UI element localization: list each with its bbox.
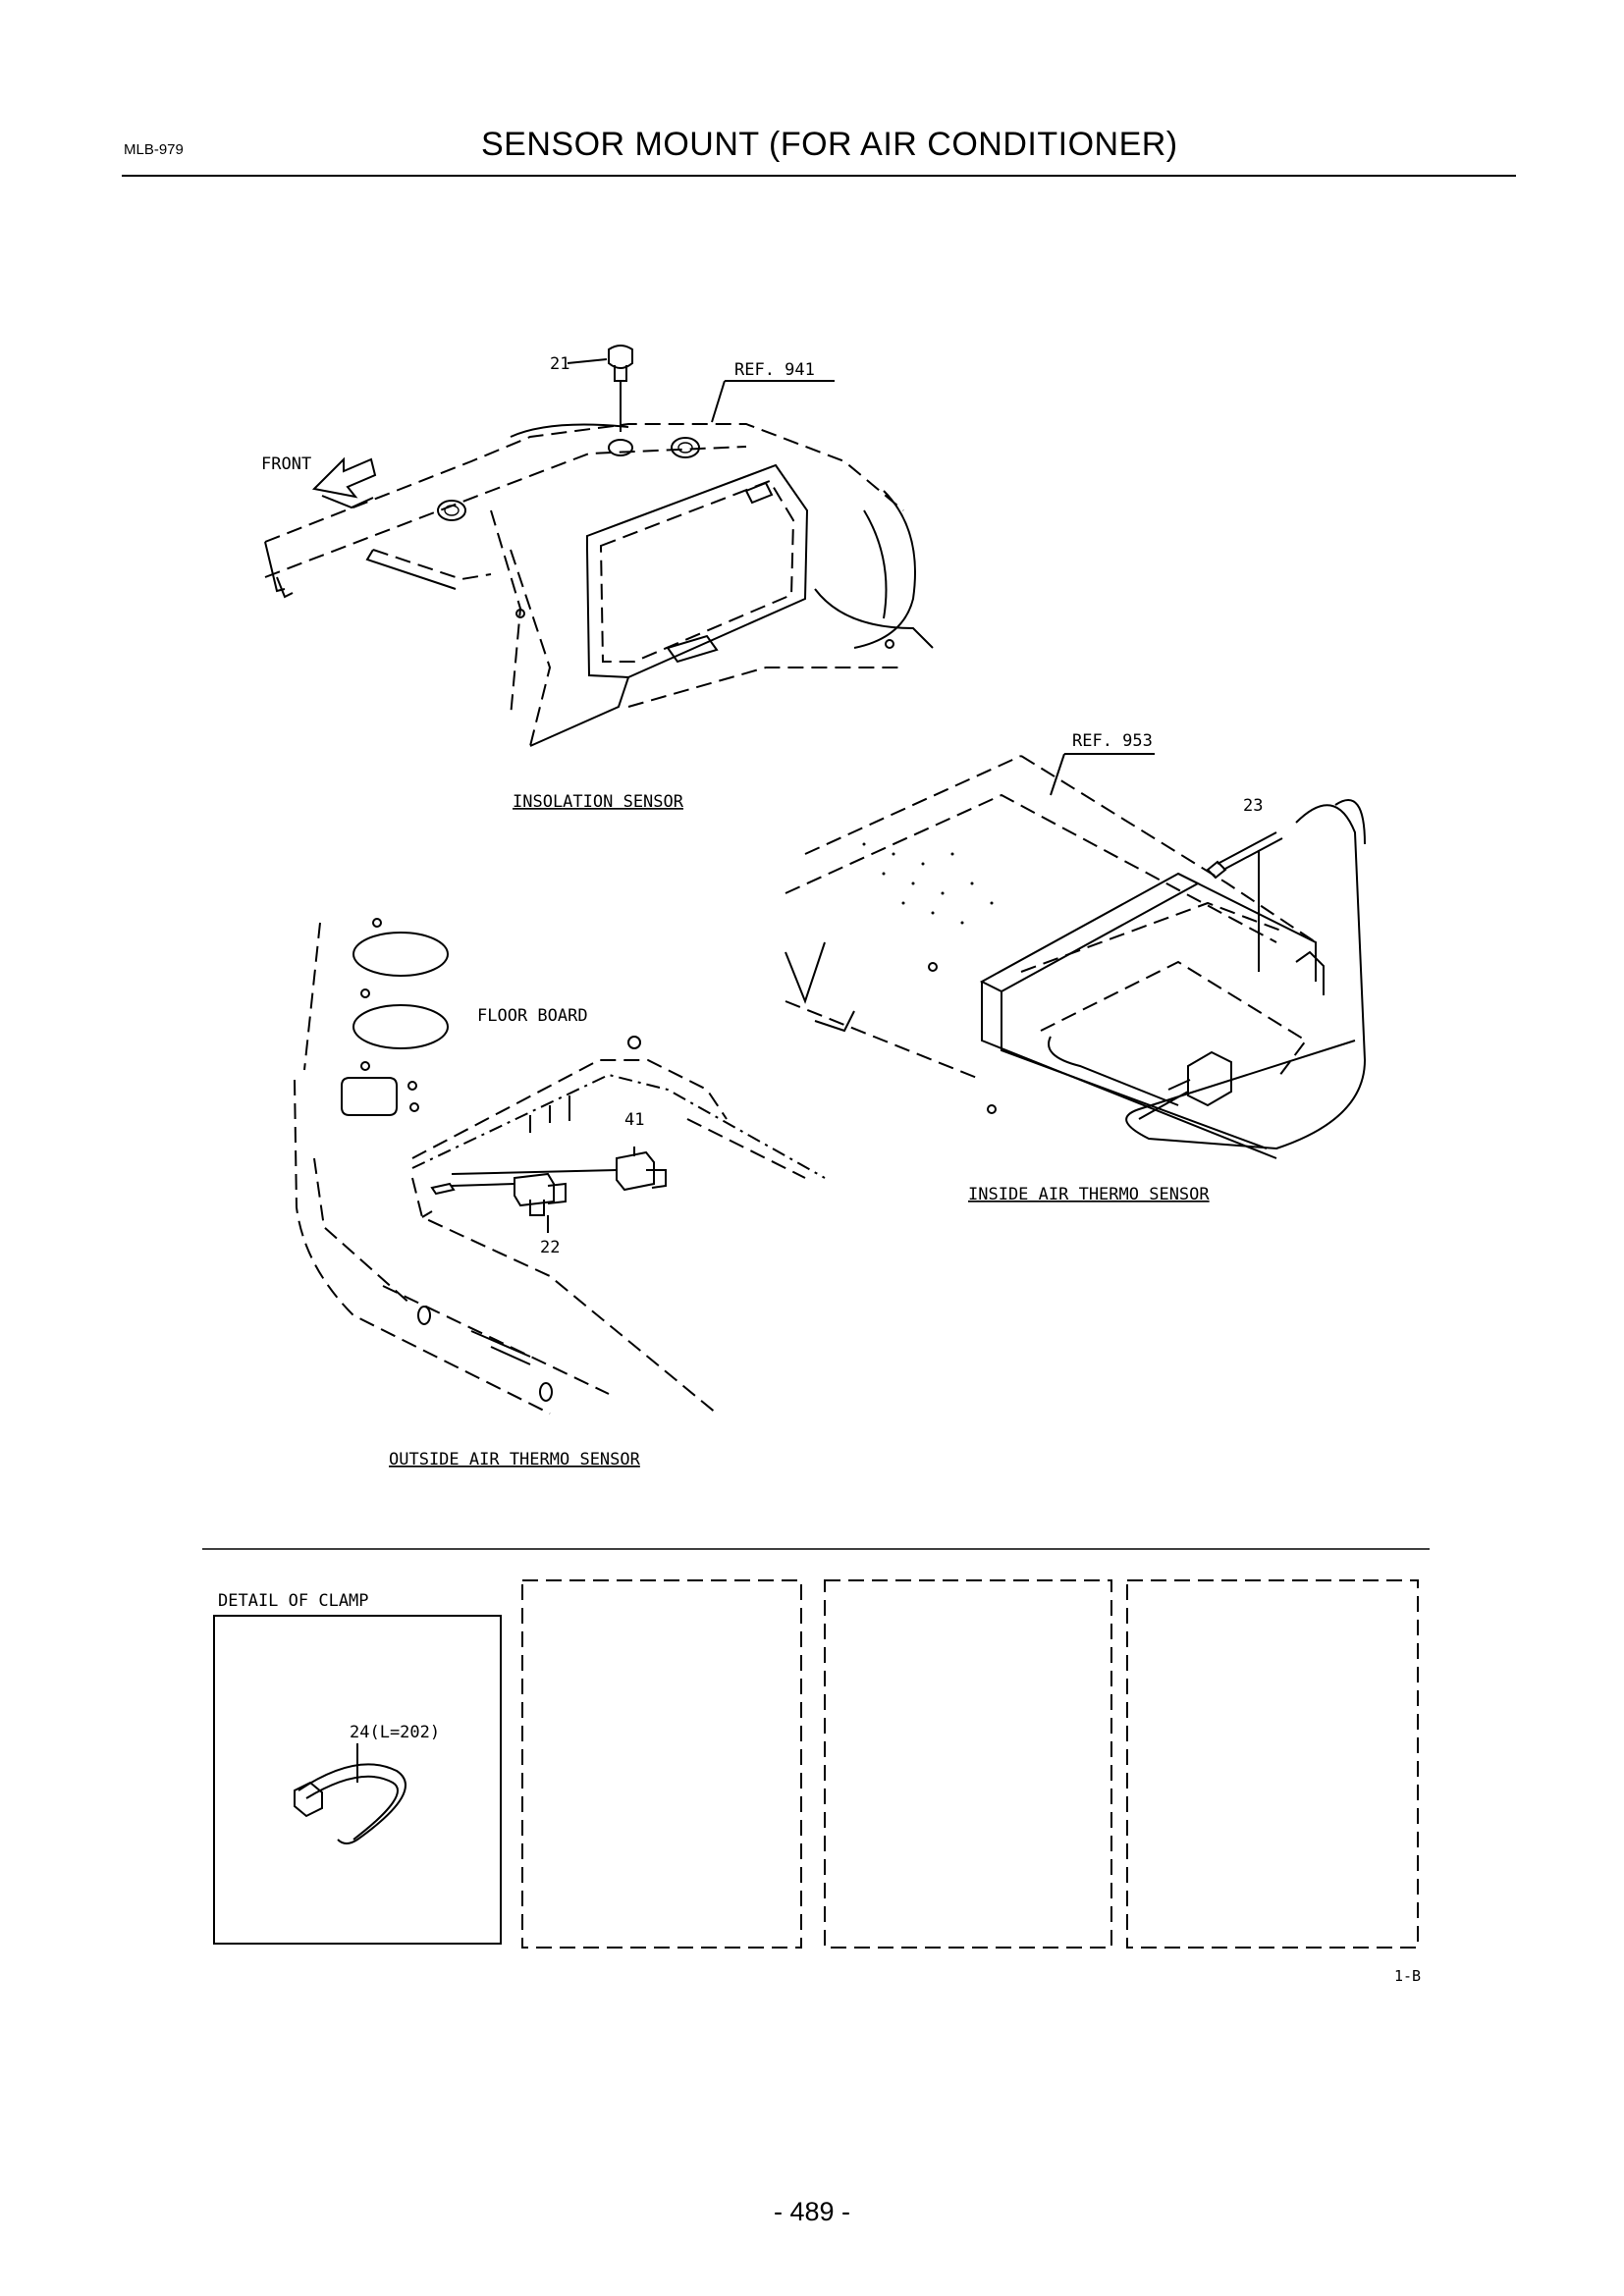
page-title: SENSOR MOUNT (FOR AIR CONDITIONER) [481, 126, 1178, 163]
outside-air-thermo-sensor-drawing [294, 918, 826, 1415]
label-ref-941: REF. 941 [734, 360, 815, 380]
label-front: FRONT [261, 454, 311, 474]
label-part-21: 21 [550, 354, 569, 374]
label-part-24: 24(L=202) [350, 1723, 440, 1742]
label-ref-953: REF. 953 [1072, 731, 1153, 751]
inside-air-thermo-sensor-drawing [785, 753, 1367, 1159]
doc-code: MLB-979 [124, 141, 184, 158]
label-floor-board: FLOOR BOARD [477, 1006, 588, 1026]
page-number: - 489 - [773, 2197, 851, 2226]
label-detail-of-clamp: DETAIL OF CLAMP [218, 1591, 369, 1611]
label-outside-air-thermo-sensor: OUTSIDE AIR THERMO SENSOR [389, 1450, 641, 1469]
label-revision: 1-B [1394, 1967, 1421, 1985]
label-part-22: 22 [540, 1238, 560, 1257]
label-part-23: 23 [1243, 796, 1263, 816]
label-insolation-sensor: INSOLATION SENSOR [513, 792, 684, 812]
detail-of-clamp-box [213, 1615, 502, 1945]
label-inside-air-thermo-sensor: INSIDE AIR THERMO SENSOR [968, 1185, 1210, 1204]
insolation-sensor-drawing [264, 345, 934, 747]
title-rule [122, 175, 1516, 177]
blank-box-1 [521, 1579, 802, 1949]
label-part-41: 41 [624, 1110, 644, 1130]
blank-box-2 [824, 1579, 1112, 1949]
blank-box-3 [1126, 1579, 1419, 1949]
